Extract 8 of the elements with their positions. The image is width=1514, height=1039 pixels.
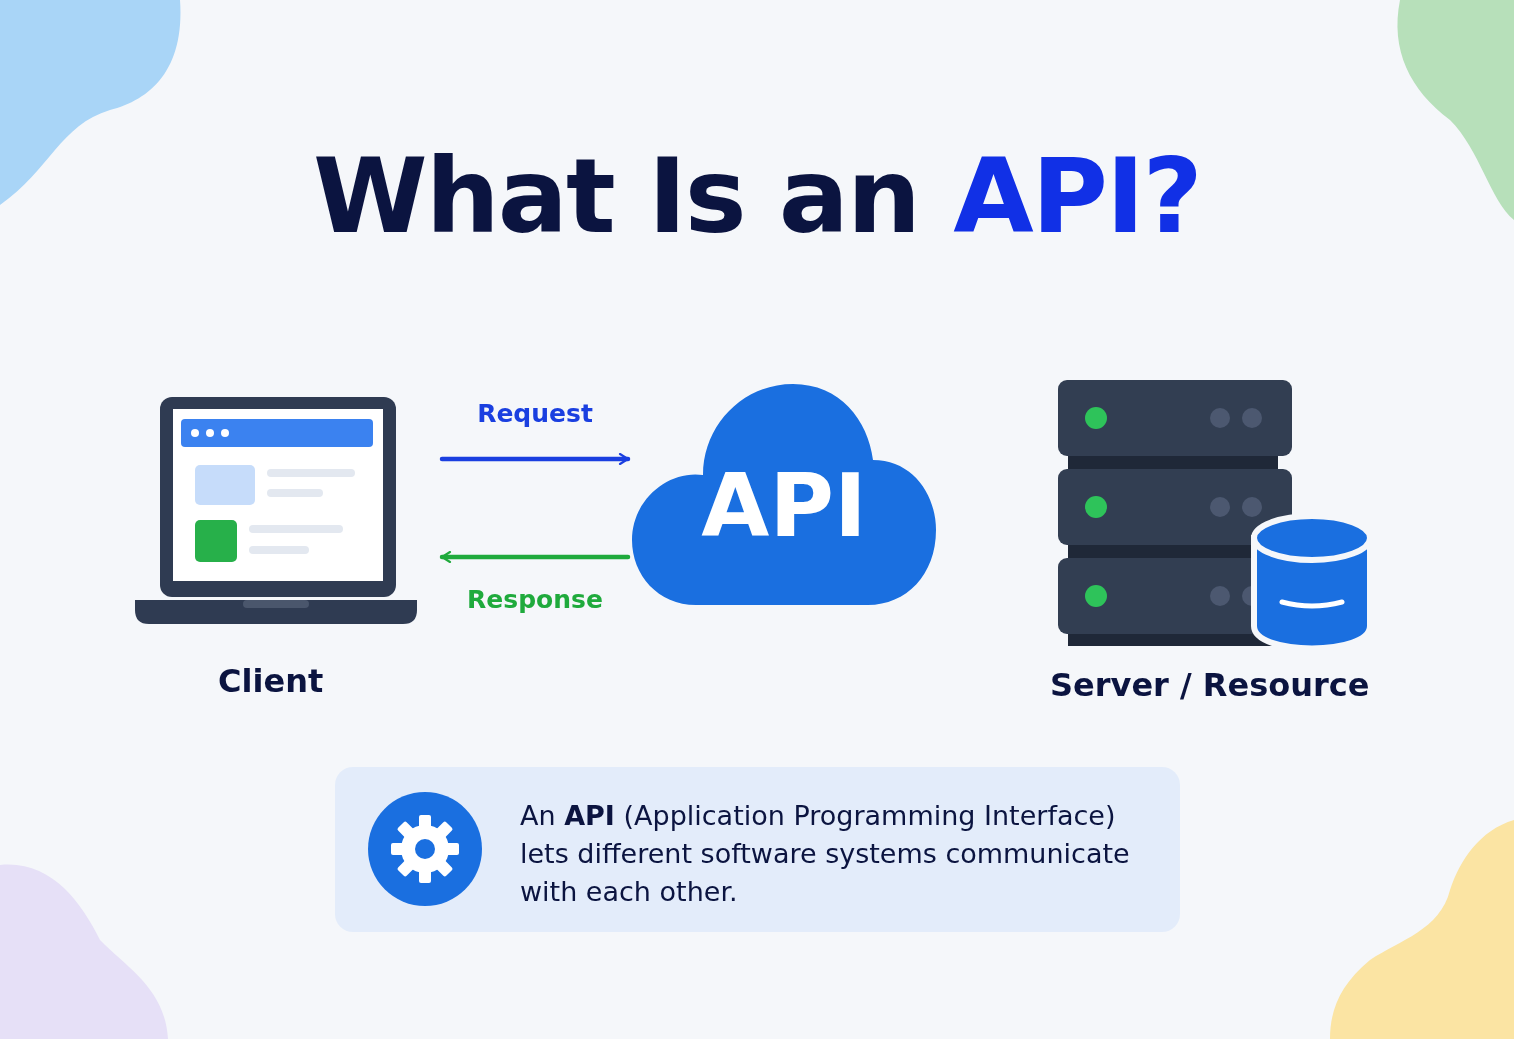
node-label: API: [700, 462, 868, 550]
info-panel: [335, 767, 1180, 932]
description-text: An API (Application Programming Interface) lets different software systems communicate with each other.: [520, 799, 1131, 909]
arrow: [439, 452, 631, 466]
node-label: Client: [218, 662, 324, 700]
title: What Is an API?: [312, 135, 1202, 257]
arrow: [439, 550, 631, 564]
node-label: Server / Resource: [1050, 666, 1370, 704]
